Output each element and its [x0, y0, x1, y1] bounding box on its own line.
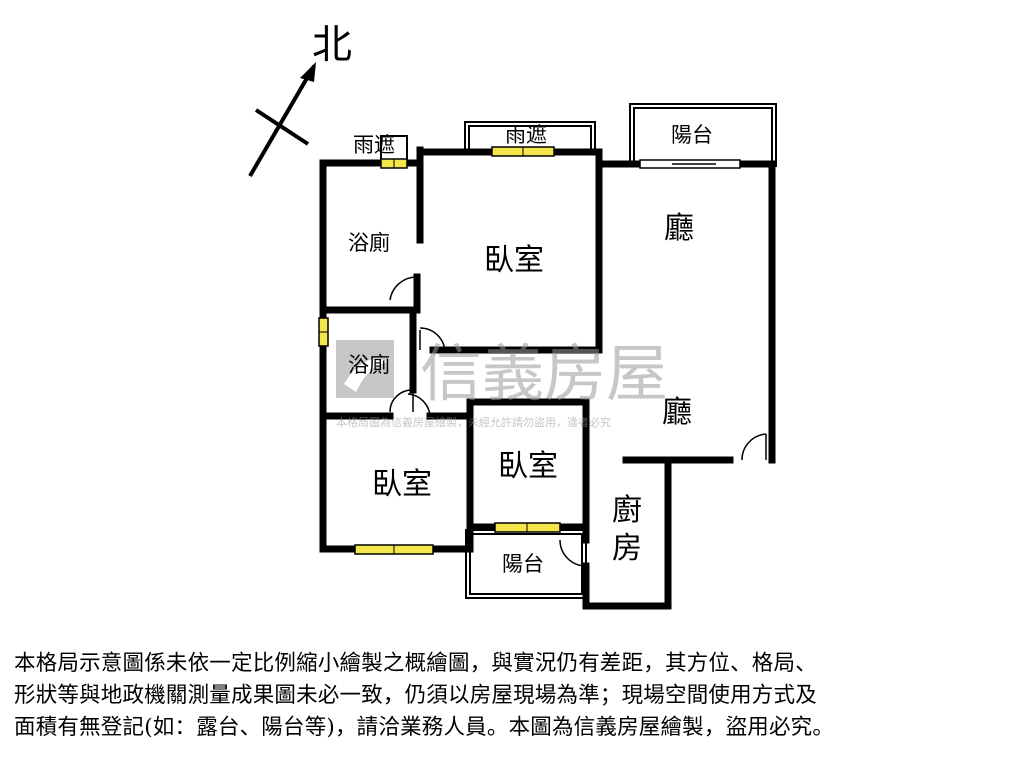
label-bedroom-left: 臥室: [372, 467, 432, 502]
doors: [389, 276, 767, 567]
label-kitchen-1: 廚: [612, 493, 642, 528]
room-labels: 雨遮 雨遮 陽台 廳 浴廁 臥室 浴廁 廳 臥室 臥室 廚 房 陽台: [348, 123, 713, 576]
label-living-lower: 廳: [662, 395, 692, 430]
compass-crossbar: [254, 108, 310, 146]
label-awning-small: 雨遮: [353, 133, 395, 157]
disclaimer: 本格局示意圖係未依一定比例縮小繪製之概繪圖，與實況仍有差距，其方位、格局、 形狀…: [14, 648, 1014, 744]
label-bath-upper: 浴廁: [348, 231, 390, 255]
door-entrance: [741, 433, 767, 461]
door-kitchen: [559, 539, 587, 567]
label-bath-lower: 浴廁: [348, 353, 390, 377]
floor-plan: 北: [248, 22, 777, 610]
watermark-brand: 信義房屋: [420, 337, 668, 410]
label-bedroom-small: 臥室: [498, 449, 558, 484]
door-bedroom-main: [419, 327, 446, 353]
door-upper-bath: [389, 276, 418, 301]
windows: [318, 146, 561, 555]
label-balcony-bottom: 陽台: [502, 552, 544, 576]
sliding-door-balcony: [639, 159, 741, 169]
north-label: 北: [312, 22, 352, 68]
label-living-upper: 廳: [664, 211, 694, 246]
balcony-bottom-outline-inner: [469, 533, 583, 595]
label-balcony-top: 陽台: [671, 123, 713, 147]
disclaimer-line-1: 本格局示意圖係未依一定比例縮小繪製之概繪圖，與實況仍有差距，其方位、格局、: [14, 651, 817, 676]
compass-needle: [248, 64, 316, 178]
label-kitchen-2: 房: [612, 531, 642, 566]
label-bedroom-main: 臥室: [484, 243, 544, 278]
compass-arrowhead: [300, 62, 316, 82]
disclaimer-line-3: 面積有無登記(如：露台、陽台等)，請洽業務人員。本圖為信義房屋繪製，盜用必究。: [14, 715, 835, 740]
watermark-logo-mark: [344, 358, 388, 392]
door-lower-bath: [389, 389, 414, 413]
label-awning-top: 雨遮: [505, 123, 547, 147]
door-bath-hall: [407, 393, 431, 417]
compass: 北: [248, 22, 352, 178]
watermark-notice: 本格局圖為信義房屋繪製，未經允許請勿盜用，違者必究: [336, 415, 611, 429]
watermark: 信義房屋 本格局圖為信義房屋繪製，未經允許請勿盜用，違者必究: [336, 337, 668, 429]
disclaimer-line-2: 形狀等與地政機關測量成果圖未必一致，仍須以房屋現場為準；現場空間使用方式及: [14, 683, 817, 708]
